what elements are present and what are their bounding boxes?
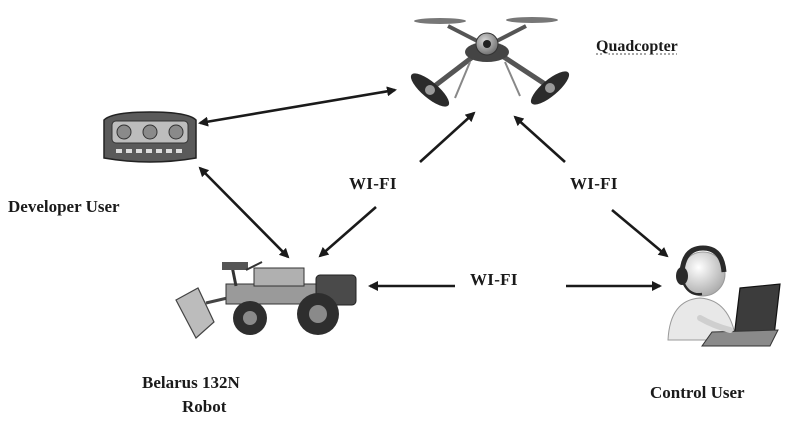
robot-image	[175, 261, 357, 339]
arrows	[198, 86, 669, 291]
robot-label-line1: Belarus 132N	[142, 373, 240, 392]
quadcopter-label: Quadcopter	[596, 38, 678, 55]
developer-user-label: Developer User	[8, 197, 120, 216]
arrow-developer-quadcopter	[198, 86, 397, 127]
wifi-label-quad-control: WI-FI	[570, 174, 618, 193]
arrow-quad-robot-lower	[318, 206, 377, 258]
control-user-image	[667, 245, 781, 347]
wifi-label-quad-robot: WI-FI	[349, 174, 397, 193]
robot-label-line2: Robot	[182, 397, 227, 416]
arrow-quad-robot-upper	[419, 111, 476, 163]
wifi-label-robot-control: WI-FI	[470, 270, 518, 289]
developer-device-image	[103, 111, 197, 163]
quadcopter-image	[410, 17, 570, 107]
arrow-quad-control-lower	[611, 209, 669, 258]
arrow-developer-robot	[198, 166, 290, 259]
control-user-label: Control User	[650, 383, 745, 402]
arrow-quad-control-upper	[513, 115, 566, 163]
